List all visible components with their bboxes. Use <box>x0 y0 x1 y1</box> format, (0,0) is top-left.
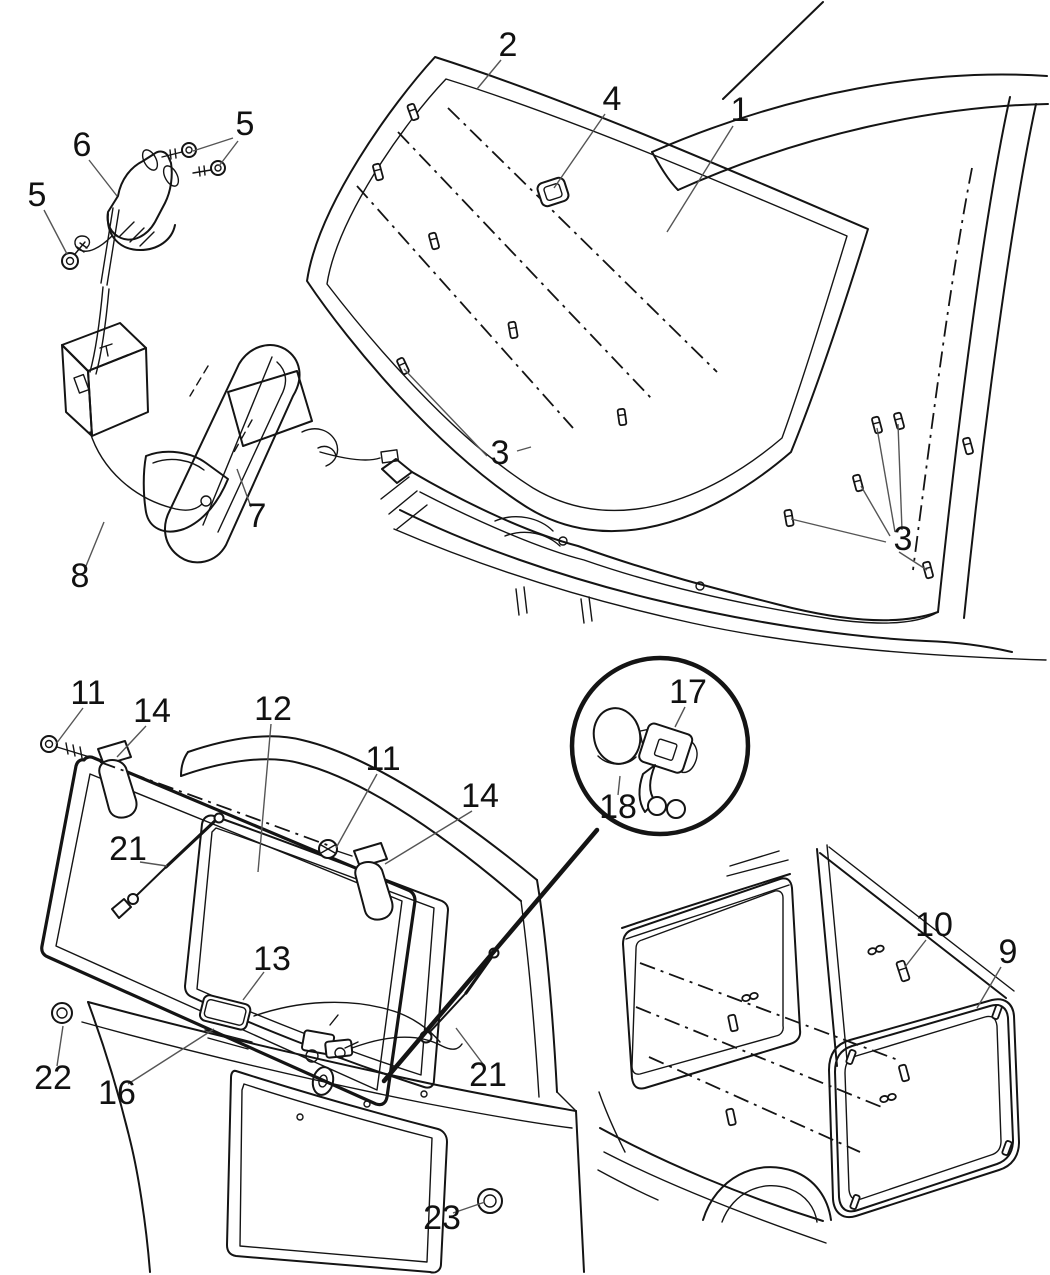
callout-grommet-left: 22 <box>34 1059 72 1097</box>
windshield-clip <box>616 407 628 427</box>
callout-roof-panel: 1 <box>731 91 750 129</box>
clip-pair <box>741 991 759 1003</box>
hinge-screw-left <box>40 735 94 759</box>
clip-pair <box>867 944 885 956</box>
callout-lamp-housing: 16 <box>98 1074 136 1112</box>
side-clip <box>898 1063 910 1083</box>
bracket-screw <box>192 160 226 177</box>
detail-pointer-line <box>381 827 600 1084</box>
support-bracket <box>638 722 698 819</box>
mirror-cover <box>142 450 229 533</box>
pillar-clip <box>852 473 864 493</box>
callout-bracket-detail: 17 <box>669 673 707 711</box>
callout-labels: 2 4 1 5 6 5 3 7 8 3 11 14 12 11 14 17 18… <box>28 26 1018 1237</box>
callout-hinge-right: 14 <box>461 777 499 815</box>
callout-clips-right: 3 <box>894 520 913 558</box>
pillar-clip <box>893 411 905 431</box>
windshield-glass <box>306 56 869 533</box>
hinge-nut-center <box>318 839 353 859</box>
callout-mirror-cover: 8 <box>71 557 90 595</box>
windshield-clip <box>428 231 440 251</box>
callout-flip-glass: 12 <box>254 690 292 728</box>
pillar-clip <box>922 560 934 580</box>
side-clip <box>725 1107 737 1127</box>
bracket-screw <box>161 142 197 160</box>
body-side-view <box>597 844 1020 1244</box>
callout-brake-lamp: 13 <box>253 940 291 978</box>
callout-grommet-right: 23 <box>423 1199 461 1237</box>
liftgate-flip-glass-group <box>40 735 585 1274</box>
callout-strut-left: 21 <box>109 830 147 868</box>
callout-suction-cup: 18 <box>599 788 637 826</box>
clip-pair <box>879 1092 897 1104</box>
mirror-head <box>163 344 301 564</box>
callout-mirror-button: 4 <box>603 80 622 118</box>
leader-lines <box>43 59 1002 1214</box>
quarter-glass-seal <box>828 998 1020 1218</box>
body-grommet-left <box>51 1002 73 1024</box>
callout-screws-upper: 5 <box>236 105 255 143</box>
cowl-panel <box>380 458 1047 661</box>
windshield-clip <box>406 102 420 122</box>
mirror-support-bracket <box>61 142 226 286</box>
quarter-glass-clip <box>895 959 911 983</box>
callout-hinge-left: 14 <box>133 692 171 730</box>
windshield-clip <box>372 162 384 182</box>
bracket-screw <box>61 241 88 270</box>
flip-glass-outline <box>40 755 417 1107</box>
callout-clips-left: 3 <box>491 434 510 472</box>
roof-header-panel <box>651 1 1049 619</box>
detail-circle <box>381 655 751 1084</box>
callout-nut-center: 11 <box>365 740 400 778</box>
pillar-clip <box>783 508 795 528</box>
mirror-button <box>536 176 570 208</box>
callout-quarter-clip: 10 <box>915 906 953 944</box>
callout-mirror: 7 <box>248 497 267 535</box>
glass-support-strut-left <box>111 812 225 919</box>
callout-bracket: 6 <box>73 126 92 164</box>
side-clip <box>727 1013 739 1033</box>
body-grommet-right <box>477 1188 503 1214</box>
callout-strut-right: 21 <box>469 1056 507 1094</box>
windshield-clip <box>507 320 519 340</box>
flip-glass-hinge-right <box>353 842 394 921</box>
pillar-clip <box>962 436 974 456</box>
liftgate-latch-hardware <box>301 1014 463 1063</box>
callout-nut-left: 11 <box>70 674 105 712</box>
callout-windshield: 2 <box>499 26 518 64</box>
center-high-mounted-lamp <box>198 994 252 1031</box>
flip-glass-hinge-left <box>97 740 138 819</box>
callout-screw-lower: 5 <box>28 176 47 214</box>
pillar-clip <box>871 415 883 435</box>
callout-quarter-seal: 9 <box>999 933 1018 971</box>
rearview-mirror-assembly <box>61 286 400 564</box>
